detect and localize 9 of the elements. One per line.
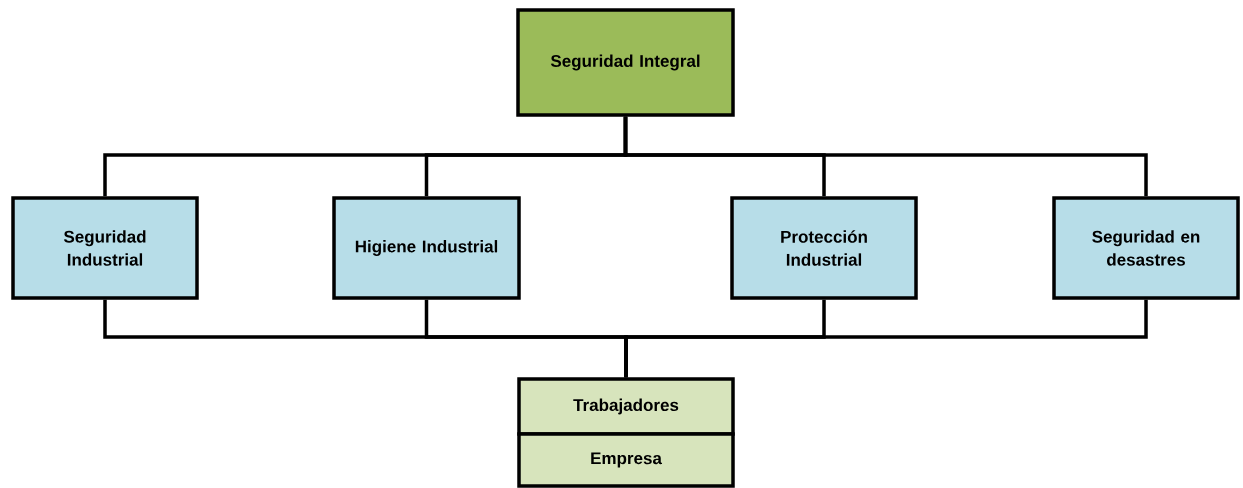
connector-line	[623, 116, 1148, 197]
stack-box: Trabajadores	[517, 377, 735, 436]
category-box: Seguridad Industrial	[11, 196, 199, 300]
connector-line	[624, 299, 1148, 378]
category-box: Seguridad en desastres	[1052, 196, 1240, 300]
category-box: Higiene Industrial	[332, 196, 521, 300]
category-box: Protección Industrial	[730, 196, 918, 300]
stack-box: Empresa	[517, 432, 735, 488]
title-box: Seguridad Integral	[516, 8, 735, 117]
